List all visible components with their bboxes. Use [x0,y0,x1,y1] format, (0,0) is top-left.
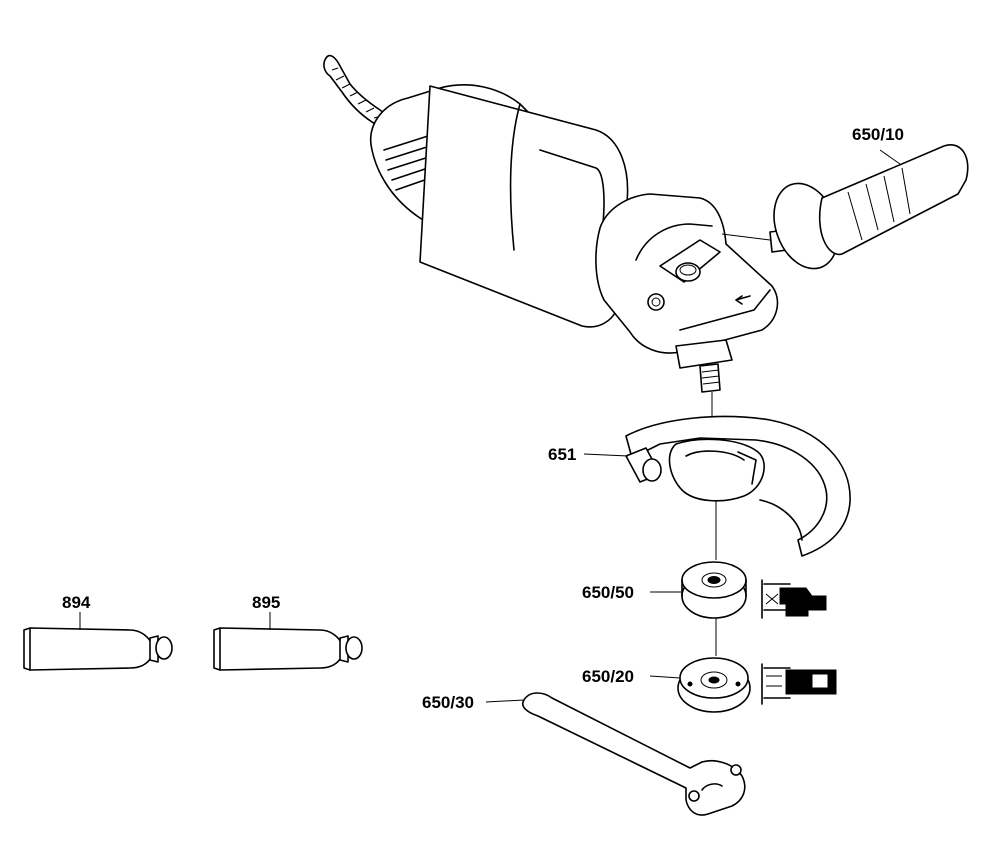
mounting-flange [681,561,747,619]
angle-grinder-body [369,84,779,393]
guard-leader [583,453,629,457]
grease-tube-895 [213,612,363,671]
side-handle-leader [879,149,901,165]
nut-section-icon [761,663,837,705]
grease-tube-894 [23,612,173,671]
label-tube-894: 894 [62,593,91,612]
label-clamping-nut: 650/20 [582,667,634,686]
wheel-guard [625,415,851,557]
label-side-handle: 650/10 [852,125,904,144]
clamping-nut [677,657,751,713]
label-flange: 650/50 [582,583,634,602]
nut-leader [649,675,681,679]
label-spanner: 650/30 [422,693,474,712]
label-tube-895: 895 [252,593,280,612]
label-guard: 651 [548,445,576,464]
spanner-wrench [522,692,746,816]
side-handle [721,144,969,270]
flange-section-icon [761,579,827,619]
spanner-leader [485,699,525,703]
